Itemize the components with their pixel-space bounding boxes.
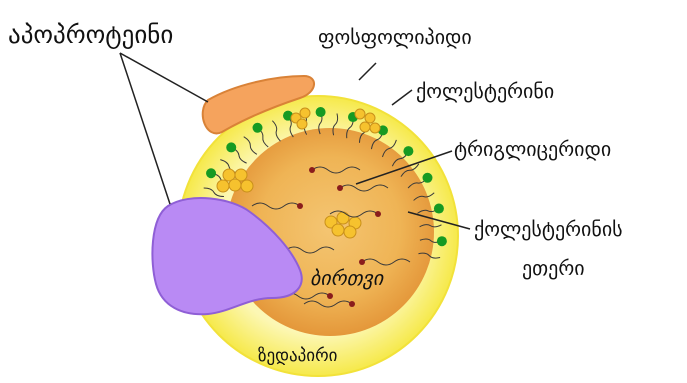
label-core: ბირთვი: [310, 266, 385, 290]
phospholipid-icon: [434, 204, 444, 214]
phospholipid-icon: [437, 236, 447, 246]
ester-head: [349, 301, 355, 307]
ester-head: [359, 259, 365, 265]
phospholipid-icon: [253, 123, 263, 133]
label-cholesterol-ester-line2: ეთერი: [522, 256, 585, 280]
phospholipid-icon: [206, 168, 216, 178]
ester-head: [337, 185, 343, 191]
ester-head: [297, 203, 303, 209]
phospholipid-icon: [422, 173, 432, 183]
phospholipid-icon: [316, 107, 326, 117]
ester-head: [375, 211, 381, 217]
label-cholesterol-ester-line1: ქოლესტერინის: [474, 217, 623, 241]
ester-head: [327, 293, 333, 299]
label-phospholipids: ფოსფოლიპიდი: [318, 25, 472, 49]
label-surface: ზედაპირი: [258, 346, 337, 366]
phospholipid-icon: [403, 146, 413, 156]
label-cholesterol: ქოლესტერინი: [416, 79, 554, 103]
ester-head: [309, 167, 315, 173]
label-apoproteins: აპოპროტეინი: [8, 20, 173, 49]
phospholipid-icon: [226, 142, 236, 152]
label-triglycerides: ტრიგლიცერიდი: [454, 137, 611, 161]
